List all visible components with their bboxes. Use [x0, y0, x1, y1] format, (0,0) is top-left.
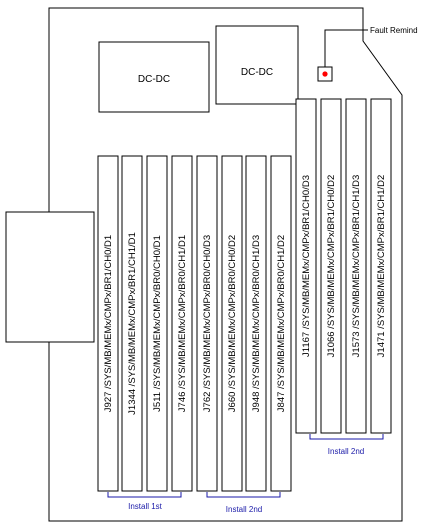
fault-led: [322, 71, 328, 77]
dimm-slot-label: J927 /SYS/MB/MEMx/CMPx/BR1/CH0/D1: [103, 235, 114, 412]
dc-dc-right-label: DC-DC: [241, 67, 273, 78]
dimm-slot: [320, 98, 342, 434]
dimm-slot-label: J948 /SYS/MB/MEMx/CMPx/BR0/CH1/D3: [251, 235, 262, 412]
dimm-slot-label: J1344 /SYS/MB/MEMx/CMPx/BR1/CH1/D1: [127, 232, 138, 415]
dc-dc-left-label: DC-DC: [138, 74, 170, 85]
install-label-3: Install 2nd: [328, 447, 364, 456]
dimm-slot: [295, 98, 317, 434]
dc-dc-module-left: [98, 41, 210, 113]
dimm-slot-label: J1066 /SYS/MB/MEMx/CMPx/BR1/CH0/D2: [326, 175, 337, 358]
dimm-slot-label: J660 /SYS/MB/MEMx/CMPx/BR0/CH0/D2: [227, 235, 238, 412]
install-label-1: Install 1st: [128, 502, 163, 511]
dimm-slot: [221, 155, 243, 492]
fault-remind-label: Fault Remind: [370, 26, 418, 35]
dimm-slot-label: J511 /SYS/MB/MEMx/CMPx/BR0/CH0/D1: [152, 235, 163, 412]
install-label-2: Install 2nd: [226, 505, 262, 514]
dimm-slot: [121, 155, 143, 492]
dimm-slot: [146, 155, 168, 492]
dimm-slot-label: J847 /SYS/MB/MEMx/CMPx/BR0/CH1/D2: [276, 235, 287, 412]
dimm-slot: [345, 98, 367, 434]
dimm-slot-label: J1471 /SYS/MB/MEMx/CMPx/BR1/CH1/D2: [376, 175, 387, 358]
dimm-slot: [245, 155, 267, 492]
dc-dc-module-right: [215, 25, 299, 105]
fault-leader-line: [324, 29, 368, 67]
dimm-slot: [97, 155, 119, 492]
dimm-group-2: J762 /SYS/MB/MEMx/CMPx/BR0/CH0/D3 J660 /S…: [196, 155, 292, 492]
dimm-slot-label: J1573 /SYS/MB/MEMx/CMPx/BR1/CH1/D3: [351, 175, 362, 358]
dimm-slot: [270, 155, 292, 492]
dimm-slot: [171, 155, 193, 492]
dimm-slot-label: J762 /SYS/MB/MEMx/CMPx/BR0/CH0/D3: [202, 235, 213, 412]
dimm-group-3: J1167 /SYS/MB/MEMx/CMPx/BR1/CH0/D3 J1066 …: [295, 98, 392, 434]
edge-connector: [5, 211, 95, 343]
dimm-slot: [196, 155, 218, 492]
install-bracket-3: [309, 434, 384, 440]
dimm-slot: [370, 98, 392, 434]
dimm-slot-label: J1167 /SYS/MB/MEMx/CMPx/BR1/CH0/D3: [301, 175, 312, 357]
dimm-group-1: J927 /SYS/MB/MEMx/CMPx/BR1/CH0/D1 J1344 /…: [97, 155, 193, 492]
install-bracket-1: [107, 492, 182, 498]
install-bracket-2: [206, 492, 281, 498]
dimm-slot-label: J746 /SYS/MB/MEMx/CMPx/BR0/CH1/D1: [177, 235, 188, 412]
